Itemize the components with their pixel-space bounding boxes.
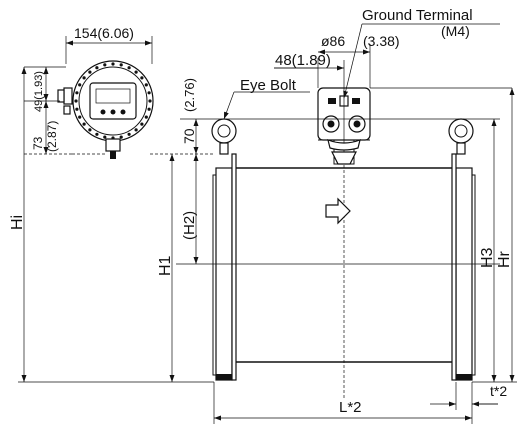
dim-287-label: (2.87): [45, 121, 59, 152]
hi-label: Hi: [9, 215, 26, 230]
flowmeter-body-side-view: [176, 130, 500, 400]
flow-direction-arrow: [325, 197, 351, 225]
h3-label: H3: [479, 247, 496, 268]
housing-bolt: [88, 70, 92, 74]
housing-bolt: [95, 132, 99, 136]
housing-bolt-ring: [74, 62, 152, 140]
housing-bolt: [140, 76, 144, 80]
housing-bolt: [144, 83, 148, 87]
housing-bolt: [82, 122, 86, 126]
offset-label: 48(1.89): [275, 52, 331, 69]
dim-73-label: 73: [31, 136, 45, 150]
housing-bolt: [127, 132, 131, 136]
housing-bolt: [103, 63, 107, 67]
t-label: t*2: [490, 383, 507, 399]
housing-bolt: [103, 135, 107, 139]
housing-bolt: [148, 99, 152, 103]
h2-dimension: 70 (2.76) (H2): [180, 78, 212, 264]
housing-bolt: [144, 115, 148, 119]
diameter-dimension: ø86 (3.38): [318, 33, 400, 55]
hr-dimension: Hr: [472, 88, 517, 383]
eye-bolt-callout: Eye Bolt: [223, 77, 310, 120]
terminal-box: [317, 44, 371, 165]
eye-bolt-label: Eye Bolt: [240, 77, 297, 94]
dim-276-label: (2.76): [182, 78, 197, 112]
housing-bolt: [95, 66, 99, 70]
h1-dimension: H1: [150, 153, 214, 382]
ground-terminal-label: Ground Terminal: [362, 7, 473, 24]
housing-bolt: [78, 83, 82, 87]
housing-bolt: [74, 99, 78, 103]
ground-terminal-callout: Ground Terminal (M4): [343, 7, 500, 99]
h2-label: (H2): [181, 211, 198, 240]
hi-dimension: Hi: [9, 67, 214, 383]
housing-bolt: [147, 91, 151, 95]
hr-label: Hr: [496, 250, 513, 268]
housing-bolt: [147, 107, 151, 111]
housing-bolt: [75, 91, 79, 95]
offset-dimension: 48(1.89): [274, 52, 344, 71]
h3-dimension: H3: [479, 119, 497, 382]
h1-label: H1: [157, 255, 174, 276]
housing-bolt: [119, 135, 123, 139]
left-flange: [215, 167, 233, 381]
diameter-label: ø86: [321, 33, 345, 49]
housing-bolt: [134, 128, 138, 132]
housing-bolt: [140, 122, 144, 126]
converter-front-view: 154(6.06) 49(1.93) 73 (2.87): [24, 25, 154, 159]
dim-70-label: 70: [181, 128, 197, 144]
eye-bolt-left: [211, 118, 237, 155]
converter-neck: [105, 138, 121, 152]
diameter-inch-label: (3.38): [363, 33, 400, 49]
housing-bolt: [111, 62, 115, 66]
housing-bolt: [75, 107, 79, 111]
right-flange: [455, 167, 473, 381]
housing-bolt: [78, 115, 82, 119]
dim-49-label: 49(1.93): [33, 71, 45, 112]
housing-bolt: [127, 66, 131, 70]
ground-terminal-size-label: (M4): [441, 23, 470, 39]
eye-bolt-right: [448, 118, 474, 155]
housing-bolt: [82, 76, 86, 80]
housing-bolt: [88, 128, 92, 132]
housing-bolt: [119, 63, 123, 67]
length-dimension: L*2: [213, 382, 473, 424]
housing-bolt: [134, 70, 138, 74]
width-label: 154(6.06): [74, 25, 134, 41]
thickness-dimension: t*2: [430, 382, 507, 410]
l-label: L*2: [339, 399, 362, 416]
